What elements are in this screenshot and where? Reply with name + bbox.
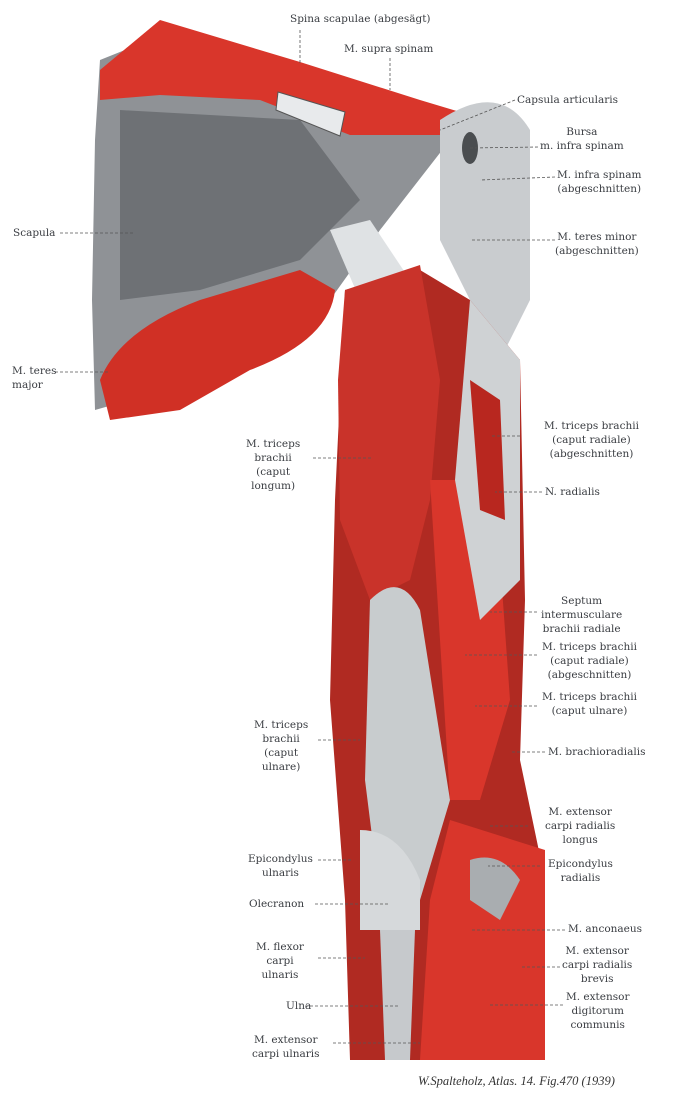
label-spina-scapulae: Spina scapulae (abgesägt) — [290, 13, 431, 25]
label-triceps-ulnare-left: M. triceps brachii (caput ulnare) — [254, 719, 309, 773]
triceps-long-head — [338, 265, 440, 600]
label-triceps-longum: M. triceps brachii (caput longum) — [246, 438, 301, 492]
label-triceps-radiale-1: M. triceps brachii (caput radiale) (abge… — [544, 420, 639, 460]
label-ext-carpi-rad-longus: M. extensor carpi radialis longus — [545, 806, 616, 846]
label-brachioradialis: M. brachioradialis — [548, 746, 646, 758]
label-olecranon: Olecranon — [249, 898, 305, 910]
label-teres-minor: M. teres minor (abgeschnitten) — [555, 231, 639, 257]
label-ext-carpi-ulnaris: M. extensor carpi ulnaris — [252, 1034, 320, 1060]
label-epicondylus-radialis: Epicondylus radialis — [548, 858, 613, 884]
label-infra-spinam: M. infra spinam (abgeschnitten) — [557, 169, 642, 195]
label-flexor-carpi-ulnaris: M. flexor carpi ulnaris — [256, 941, 304, 981]
label-anconaeus: M. anconaeus — [568, 923, 643, 935]
figure-caption: W.Spalteholz, Atlas. 14. Fig.470 (1939) — [418, 1074, 615, 1088]
label-ext-carpi-rad-brevis: M. extensor carpi radialis brevis — [562, 945, 633, 985]
label-ext-digitorum: M. extensor digitorum communis — [566, 991, 630, 1031]
ulna-bone — [380, 930, 415, 1060]
label-n-radialis: N. radialis — [545, 486, 600, 498]
spina-cut — [275, 91, 346, 137]
label-bursa: Bursa m. infra spinam — [540, 126, 624, 152]
humerus-head — [440, 102, 530, 360]
triceps-tendon — [365, 587, 450, 900]
label-capsula-articularis: Capsula articularis — [517, 94, 619, 106]
label-triceps-radiale-2: M. triceps brachii (caput radiale) (abge… — [542, 641, 637, 681]
label-teres-major: M. teres major — [12, 365, 57, 391]
olecranon-bone — [360, 830, 420, 930]
leader-lines — [55, 30, 565, 1044]
supraspinatus-muscle — [100, 20, 480, 135]
label-ulna: Ulna — [286, 1000, 312, 1012]
label-supra-spinam: M. supra spinam — [344, 43, 434, 55]
label-epicondylus-ulnaris: Epicondylus ulnaris — [248, 853, 313, 879]
teres-major-muscle — [100, 270, 335, 420]
label-triceps-ulnare-right: M. triceps brachii (caput ulnare) — [542, 691, 637, 717]
label-scapula: Scapula — [13, 227, 56, 239]
label-septum: Septum intermusculare brachii radiale — [541, 595, 623, 635]
